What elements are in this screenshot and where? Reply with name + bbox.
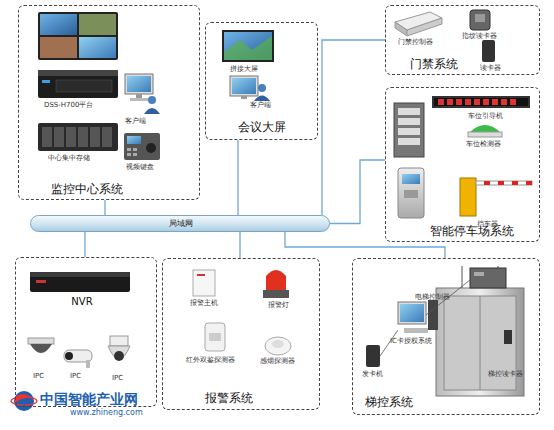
elevator-car-icon xyxy=(436,266,524,396)
system-group: 会议大屏 xyxy=(205,22,318,140)
speed-dome-icon xyxy=(108,336,130,361)
device-caption: 客户端 xyxy=(250,101,271,109)
network-link xyxy=(330,160,385,224)
network-link xyxy=(84,232,85,257)
network-link xyxy=(104,200,105,215)
elevator-controller-icon xyxy=(470,268,506,288)
nvr-icon xyxy=(30,272,130,292)
network-link xyxy=(285,232,445,258)
guidance-panel-icon xyxy=(394,103,424,157)
watermark-text: www.zhineng.com xyxy=(70,408,143,417)
client-pc-icon xyxy=(230,76,270,101)
device-caption: 读卡器 xyxy=(480,64,501,72)
device-caption: 客户端 xyxy=(125,117,146,125)
device-caption: 感烟探测器 xyxy=(260,357,295,365)
node-title: 梯控系统 xyxy=(365,396,413,410)
device-caption: 中心集中存储 xyxy=(48,154,90,162)
system-group: 报警系统 xyxy=(162,258,320,410)
device-caption: IPC xyxy=(33,372,44,380)
server-icon xyxy=(38,70,118,98)
device-caption: 视频键盘 xyxy=(126,163,154,171)
card-issuer-icon xyxy=(366,330,398,367)
storage-icon xyxy=(38,123,118,151)
network-link xyxy=(322,40,385,215)
system-group: 智能停车场系统 xyxy=(385,87,540,242)
alarm-host-icon xyxy=(193,270,215,296)
fingerprint-pad xyxy=(475,14,485,22)
node-title: 局域网 xyxy=(169,219,193,228)
keyboard-icon xyxy=(124,133,160,160)
device-group: NVR xyxy=(15,257,157,407)
device-caption: 梯控读卡器 xyxy=(488,370,523,378)
device-caption: 挡车器 xyxy=(477,220,498,228)
smoke-detector-icon xyxy=(265,337,291,355)
device-caption: 报警主机 xyxy=(190,299,218,307)
system-group: 梯控系统 xyxy=(352,258,540,415)
device-caption: 车位检测器 xyxy=(466,140,501,148)
network-band: 局域网 xyxy=(30,215,330,232)
network-link xyxy=(237,140,238,215)
node-title: 门禁系统 xyxy=(410,58,458,72)
meeting-screen-icon xyxy=(222,30,274,62)
node-title: NVR xyxy=(71,296,92,308)
alarm-light-icon xyxy=(263,270,289,298)
pir-detector-icon xyxy=(205,323,225,351)
device-caption: 门禁控制器 xyxy=(398,38,433,46)
card-reader-icon xyxy=(482,40,495,62)
node-title: 智能停车场系统 xyxy=(430,225,514,239)
device-caption: 指纹读卡器 xyxy=(462,32,497,40)
watermark-text: 中国智能产业网 xyxy=(40,391,138,409)
node-title: 监控中心系统 xyxy=(51,183,123,197)
device-caption: 红外双鉴探测器 xyxy=(186,356,235,364)
dome-camera-icon xyxy=(28,338,54,353)
fingerprint-reader-icon xyxy=(470,10,490,30)
device-caption: IPC xyxy=(70,372,81,380)
device-caption: IC卡授权系统 xyxy=(390,337,432,345)
video-wall-icon xyxy=(38,12,118,60)
device-caption: 报警灯 xyxy=(268,301,289,309)
client-pc-icon xyxy=(125,74,160,114)
network-link xyxy=(239,232,240,258)
led-display-icon xyxy=(432,96,530,108)
node-title: 报警系统 xyxy=(205,392,253,406)
ticket-machine-icon xyxy=(398,168,424,218)
device-caption: 车位引导机 xyxy=(468,112,503,120)
space-detector-icon xyxy=(468,125,502,137)
bullet-camera-icon xyxy=(64,350,92,368)
node-title: 会议大屏 xyxy=(238,121,286,135)
device-caption: IPC xyxy=(112,374,123,382)
device-caption: 电梯控制器 xyxy=(415,293,450,301)
barrier-gate-icon xyxy=(460,178,532,216)
device-caption: 发卡机 xyxy=(362,370,383,378)
authorization-pc-icon xyxy=(398,280,470,333)
access-controller-icon xyxy=(395,12,442,36)
device-caption: 拼接大屏 xyxy=(230,65,258,73)
device-caption: DSS-H700平台 xyxy=(44,101,93,109)
